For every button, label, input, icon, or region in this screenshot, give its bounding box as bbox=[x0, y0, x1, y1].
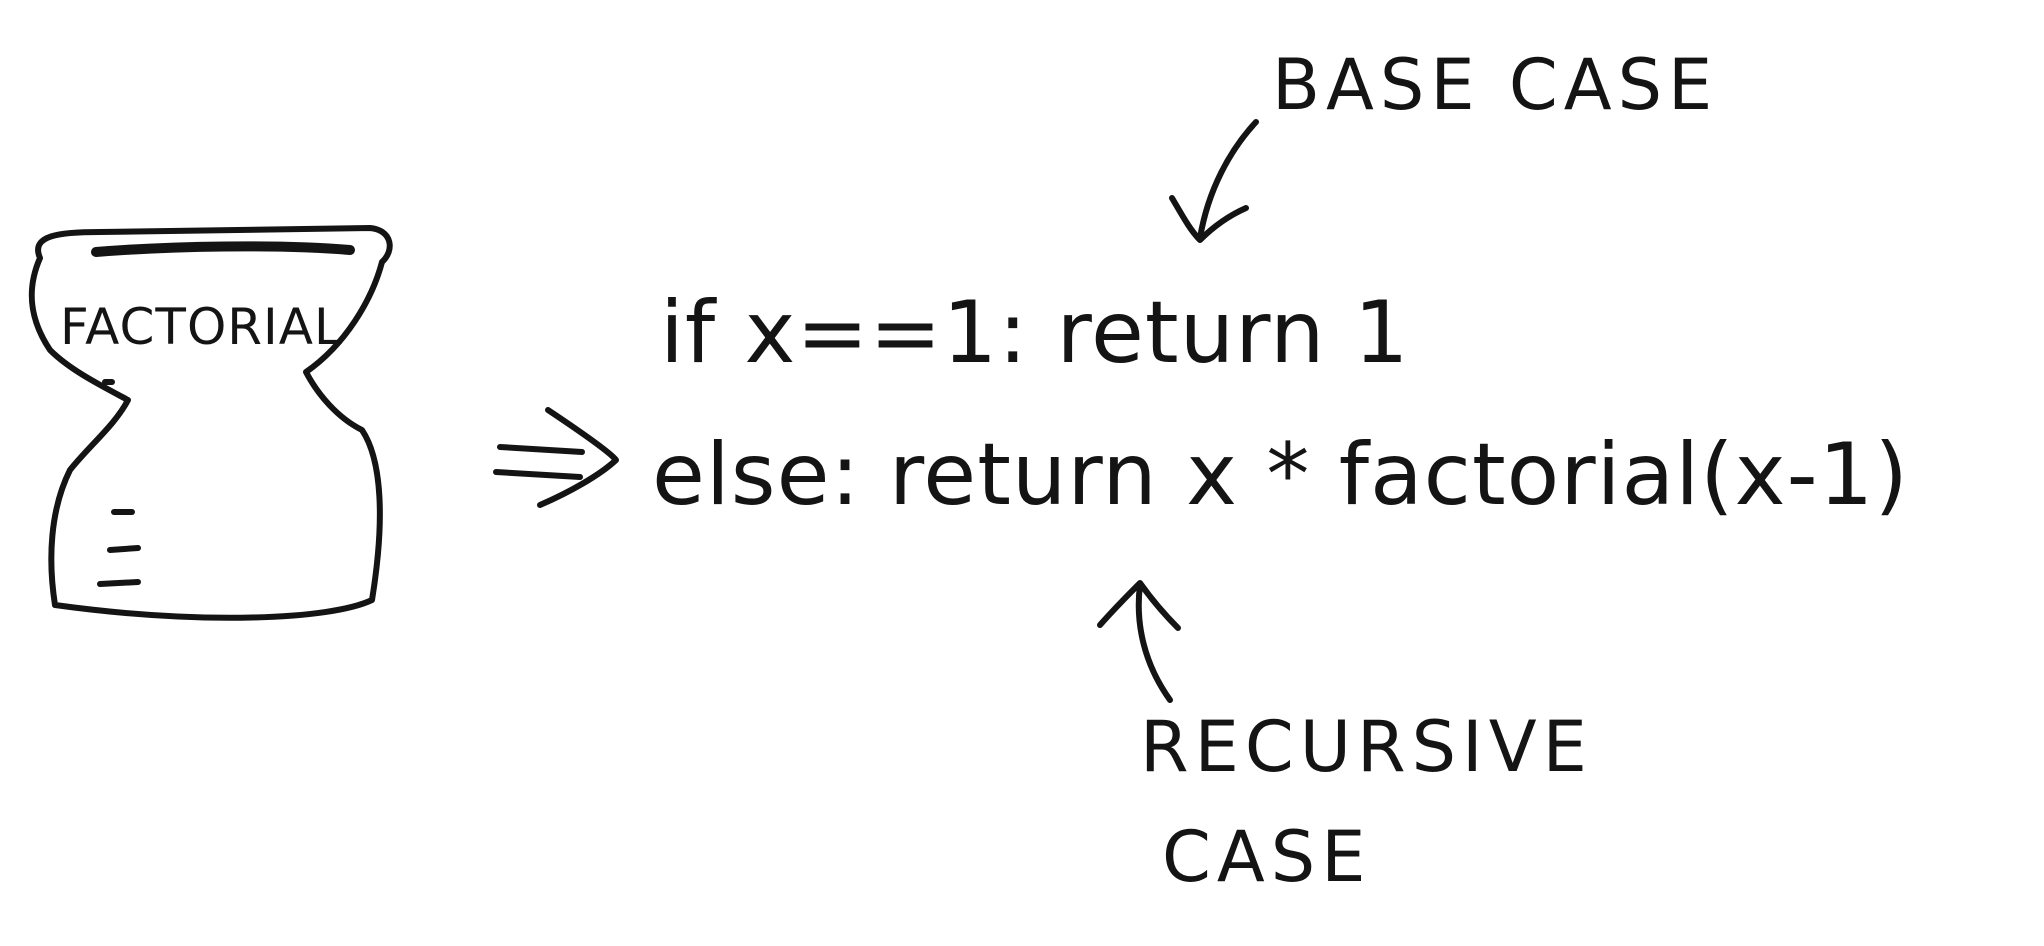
recursive-case-arrow bbox=[1097, 580, 1181, 703]
base-case-arrow bbox=[1169, 119, 1259, 243]
base-case-arrow-head bbox=[1169, 195, 1249, 243]
factorial-box bbox=[28, 225, 393, 621]
code-line-base-case: if x==1: return 1 bbox=[660, 283, 1410, 383]
recursive-case-label-line1: RECURSIVE bbox=[1140, 706, 1593, 788]
box-mark-3 bbox=[107, 545, 141, 553]
base-case-arrow-shaft bbox=[1197, 119, 1259, 241]
box-slot bbox=[91, 241, 355, 257]
implies-arrow-bottom-stroke bbox=[493, 469, 583, 480]
recursive-case-arrow-head bbox=[1097, 580, 1181, 631]
box-outline bbox=[28, 225, 393, 621]
recursive-case-label-line2: CASE bbox=[1162, 816, 1372, 898]
box-mark-4 bbox=[97, 579, 141, 587]
implies-arrow bbox=[493, 407, 619, 508]
factorial-box-label: FACTORIAL bbox=[60, 298, 343, 356]
implies-arrow-head bbox=[537, 407, 619, 508]
code-line-recursive-case: else: return x * factorial(x-1) bbox=[652, 425, 1909, 525]
recursive-case-arrow-shaft bbox=[1135, 582, 1173, 703]
implies-arrow-top-stroke bbox=[497, 444, 585, 455]
base-case-label: BASE CASE bbox=[1272, 44, 1719, 126]
